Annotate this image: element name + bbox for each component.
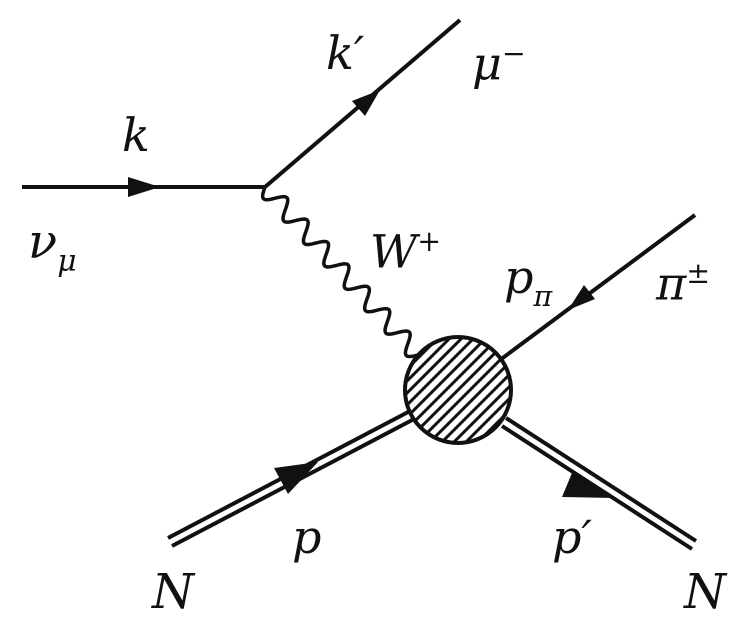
w-boson-label: W+ (370, 225, 442, 274)
hatch-line (412, 337, 511, 443)
pion-momentum-symbol: p (504, 250, 534, 304)
pion-symbol: π (656, 256, 687, 311)
pion-particle-label: π± (656, 257, 711, 306)
pion-momentum-label: pπ (504, 254, 552, 311)
outgoing-nucleon-line (500, 416, 698, 551)
incoming-nucleon-arrow (274, 462, 318, 494)
pion-momentum-subscript: π (533, 279, 553, 313)
interaction-blob (403, 335, 513, 445)
pion-superscript: ± (686, 257, 711, 290)
hatch-line (405, 337, 511, 443)
hatch-line (405, 337, 511, 443)
muon-particle-label: μ− (472, 37, 526, 86)
nucleon-out-particle-label: N (684, 564, 726, 620)
neutrino-arrow (128, 177, 160, 197)
hatch-line (405, 337, 511, 443)
neutrino-particle-label: νμ (28, 218, 77, 277)
neutrino-subscript: μ (57, 244, 77, 280)
pion-arrow (568, 285, 595, 310)
muon-momentum-label: k′ (326, 26, 365, 80)
pion-line (498, 213, 697, 362)
nucleon-in-momentum-label: p (292, 510, 322, 564)
outgoing-nucleon-arrow (562, 473, 615, 498)
w-boson-symbol: W (370, 224, 418, 279)
hatch-line (405, 337, 511, 443)
w-boson-line (260, 186, 419, 359)
hatch-line (424, 337, 511, 443)
nucleon-out-momentum-label: p′ (552, 510, 592, 564)
neutrino-momentum-label: k (122, 108, 150, 162)
muon-arrow (352, 90, 380, 116)
hatch-line (405, 337, 511, 443)
nucleon-in-particle-label: N (152, 564, 194, 620)
neutrino-symbol: ν (28, 214, 58, 270)
hatch-line (405, 337, 492, 443)
muon-superscript: − (501, 37, 526, 70)
hatch-line (405, 337, 504, 443)
muon-symbol: μ (472, 36, 502, 91)
w-boson-superscript: + (417, 225, 442, 258)
